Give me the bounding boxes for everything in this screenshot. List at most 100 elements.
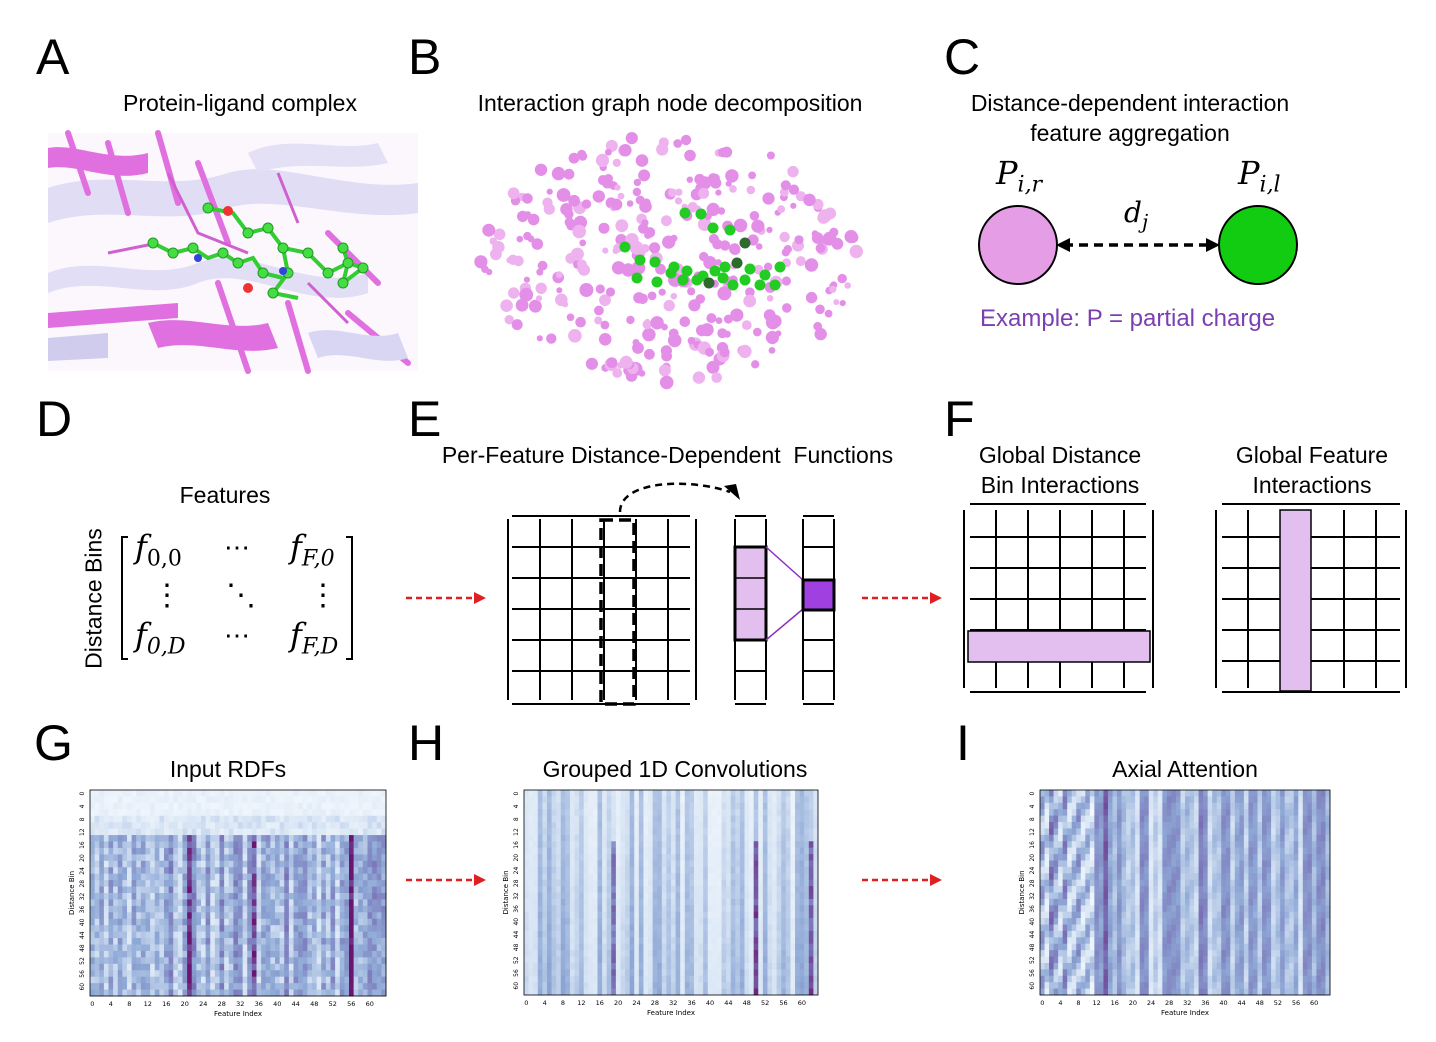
heatmap-cell (325, 809, 331, 817)
heatmap-cell (265, 815, 271, 823)
heatmap-cell (1044, 841, 1050, 849)
matrix-vdots-right: ⋮ (308, 579, 338, 612)
heatmap-cell (808, 988, 814, 996)
heatmap-cell (730, 930, 736, 938)
heatmap-cell (316, 989, 322, 997)
heatmap-cell (103, 944, 109, 952)
heatmap-cell (219, 886, 225, 894)
protein-node (515, 298, 529, 312)
heatmap-cell (191, 847, 197, 855)
heatmap-cell (201, 847, 207, 855)
heatmap-cell (159, 880, 165, 887)
heatmap-cell (799, 911, 805, 919)
heatmap-cell (187, 944, 193, 952)
heatmap-cell (316, 873, 322, 881)
x-tick-label: 12 (577, 999, 585, 1007)
heatmap-cell (113, 835, 119, 842)
heatmap-cell (228, 822, 234, 830)
heatmap-cell (574, 905, 580, 913)
heatmap-cell (376, 983, 382, 990)
heatmap-cell (288, 976, 294, 984)
heatmap-cell (569, 886, 575, 893)
heatmap-cell (233, 802, 239, 810)
heatmap-cell (164, 867, 170, 875)
heatmap-cell (205, 835, 211, 842)
heatmap-cell (602, 790, 608, 797)
heatmap-cell (790, 937, 796, 945)
heatmap-cell (790, 898, 796, 906)
heatmap-cell (122, 790, 128, 797)
heatmap-cell (790, 988, 796, 996)
heatmap-cell (362, 963, 368, 971)
heatmap-cell (177, 893, 183, 900)
heatmap-cell (1044, 815, 1050, 823)
protein-node (733, 218, 748, 233)
heatmap-cell (117, 918, 123, 926)
heatmap-cell (726, 886, 732, 893)
heatmap-cell (726, 834, 732, 842)
heatmap-cell (187, 970, 193, 978)
heatmap-cell (804, 956, 810, 964)
heatmap-cell (758, 879, 764, 887)
heatmap-cell (150, 835, 156, 842)
heatmap-cell (753, 924, 759, 932)
heatmap-cell (721, 962, 727, 970)
heatmap-cell (168, 944, 174, 952)
heatmap-cell (583, 802, 589, 810)
heatmap-cell (781, 834, 787, 842)
heatmap-cell (753, 962, 759, 970)
heatmap-cell (542, 943, 548, 951)
heatmap-cell (335, 944, 341, 952)
heatmap-cell (556, 886, 562, 893)
heatmap-cell (293, 854, 299, 862)
heatmap-cell (1067, 975, 1073, 983)
heatmap-cell (113, 880, 119, 887)
heatmap-cell (1098, 796, 1104, 804)
heatmap-cell (680, 930, 686, 938)
heatmap-cell (1071, 950, 1077, 957)
heatmap-cell (1067, 911, 1073, 919)
heatmap-cell (716, 982, 722, 989)
heatmap-cell (661, 790, 667, 797)
heatmap-cell (588, 911, 594, 919)
heatmap-cell (565, 828, 571, 836)
heatmap-cell (312, 912, 318, 920)
heatmap-cell (367, 796, 373, 804)
ligand-node (634, 254, 646, 266)
heatmap-cell (233, 835, 239, 842)
heatmap-cell (344, 809, 350, 817)
heatmap-cell (1062, 988, 1068, 996)
heatmap-cell (224, 867, 230, 875)
heatmap-cell (1071, 790, 1077, 797)
heatmap-cell (238, 860, 244, 868)
x-tick-label: 12 (144, 1000, 152, 1008)
heatmap-cell (1053, 879, 1059, 887)
heatmap-cell (247, 925, 253, 933)
heatmap-cell (583, 841, 589, 849)
heatmap-cell (652, 950, 658, 957)
protein-node (568, 194, 580, 207)
heatmap-cell (671, 969, 676, 977)
heatmap-cell (150, 886, 156, 894)
heatmap-cell (602, 898, 608, 906)
heatmap-cell (602, 834, 608, 842)
heatmap-cell (136, 963, 142, 971)
heatmap-cell (99, 847, 105, 855)
heatmap-cell (131, 944, 137, 952)
heatmap-cell (629, 841, 635, 849)
heatmap-cell (131, 815, 137, 823)
protein-node (546, 188, 553, 195)
heatmap-cell (579, 975, 585, 983)
heatmap-cell (712, 982, 718, 989)
heatmap-cell (546, 802, 552, 810)
protein-node (670, 292, 678, 300)
heatmap-cell (528, 937, 534, 945)
heatmap-cell (744, 886, 750, 893)
heatmap-cell (90, 944, 96, 952)
heatmap-cell (620, 911, 626, 919)
heatmap-cell (785, 943, 791, 951)
heatmap-cell (99, 873, 105, 881)
heatmap-cell (634, 834, 640, 842)
heatmap-cell (159, 847, 165, 855)
heatmap-cell (661, 802, 667, 810)
